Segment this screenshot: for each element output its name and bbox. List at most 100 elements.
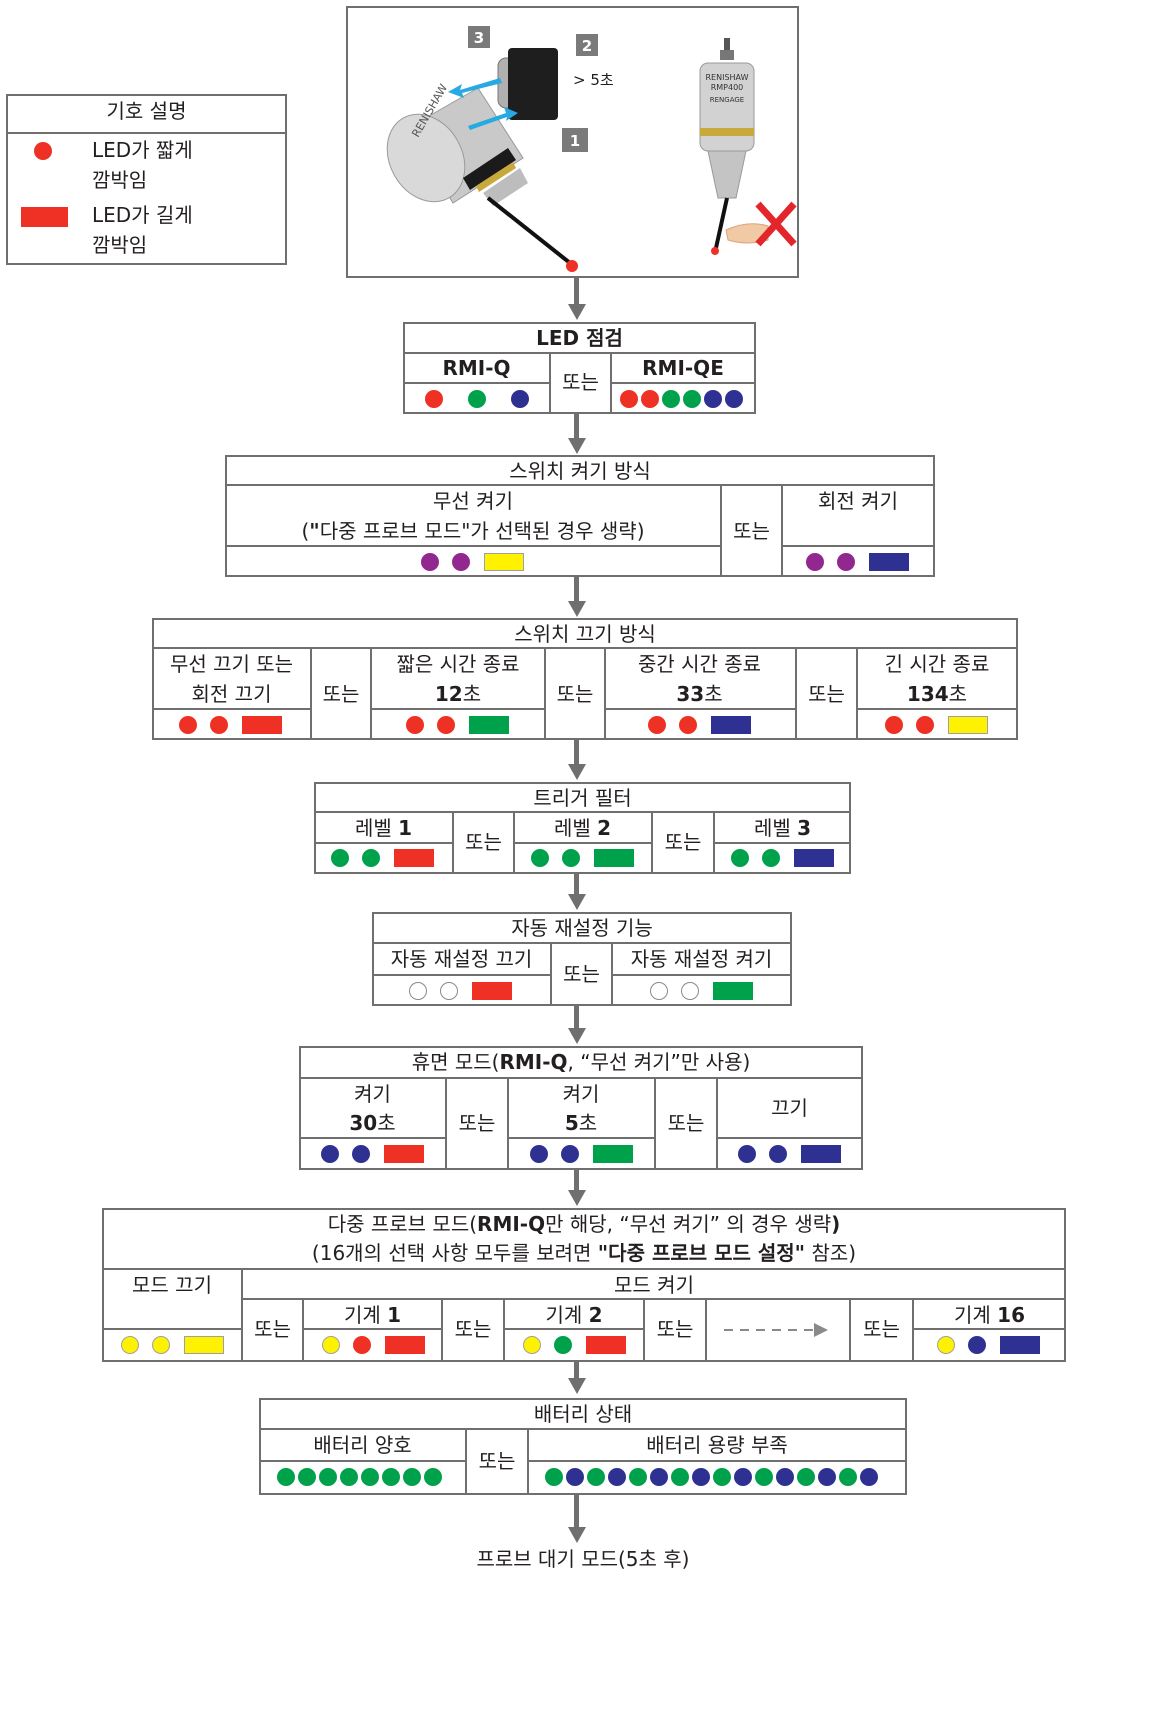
arrow-9-icon [568, 1527, 586, 1543]
continuation-arrow-icon [724, 1323, 828, 1337]
divider [527, 1428, 529, 1495]
divider [371, 708, 545, 710]
switch-off-opt1-l2: 회전 끄기 [191, 682, 272, 706]
probe-battery-illustration: RENISHAW 3 2 > 5초 1 RENISHAW RMP400 RENG… [386, 26, 797, 272]
led-green [554, 1336, 572, 1354]
led-green [562, 849, 580, 867]
divider [610, 382, 756, 384]
machine-16: 기계 16 [953, 1303, 1025, 1327]
trigger-level-3: 레벨 3 [753, 816, 812, 840]
led-blue [650, 1468, 668, 1486]
switch-off-opt2-l2: 12초 [434, 682, 482, 706]
divider [714, 842, 851, 844]
switch-off-opt3-l1: 중간 시간 종료 [637, 652, 762, 676]
led-blue [818, 1468, 836, 1486]
led-blue [725, 390, 743, 408]
connector-1 [574, 278, 579, 306]
led-red [210, 716, 228, 734]
led-blue [352, 1145, 370, 1163]
or-label: 또는 [863, 1317, 900, 1341]
led-purple [421, 553, 439, 571]
legend-long-flash-label-2: 깜박임 [92, 233, 148, 257]
trigger-filter-title: 트리거 필터 [533, 786, 632, 810]
led-green [298, 1468, 316, 1486]
led-blue [561, 1145, 579, 1163]
led-yellow [121, 1336, 139, 1354]
divider [604, 647, 606, 740]
switch-off-opt4-l2: 134초 [906, 682, 968, 706]
step-2-note: > 5초 [573, 71, 614, 89]
or-label: 또는 [562, 370, 599, 394]
led-blue [738, 1145, 756, 1163]
led-green-long [593, 1145, 633, 1163]
led-blue [704, 390, 722, 408]
divider [604, 708, 795, 710]
led-red [641, 390, 659, 408]
remove-arrow-icon [448, 78, 502, 98]
legend-short-flash-label-2: 깜박임 [92, 168, 148, 192]
divider [795, 647, 797, 740]
led-blue [734, 1468, 752, 1486]
divider [441, 1298, 443, 1362]
connector-7 [574, 1170, 579, 1192]
led-blue-long [794, 849, 834, 867]
led-red [679, 716, 697, 734]
step-1-badge [562, 128, 588, 152]
legend-box [6, 94, 287, 265]
divider [225, 545, 721, 547]
led-green [545, 1468, 563, 1486]
led-yellow [152, 1336, 170, 1354]
led-green [797, 1468, 815, 1486]
led-off [650, 982, 668, 1000]
divider [527, 1460, 907, 1462]
led-yellow-long [184, 1336, 224, 1354]
divider [720, 484, 722, 577]
divider [299, 1137, 446, 1139]
step-3-badge [468, 26, 490, 48]
led-red [406, 716, 424, 734]
divider [610, 352, 612, 414]
arrow-1-icon [568, 304, 586, 320]
or-label: 또는 [733, 519, 770, 543]
led-green [319, 1468, 337, 1486]
auto-reset-on: 자동 재설정 켜기 [630, 947, 773, 971]
led-green [382, 1468, 400, 1486]
standby-mode-label: 프로브 대기 모드(5초 후) [476, 1547, 690, 1571]
led-blue [321, 1145, 339, 1163]
divider [643, 1298, 645, 1362]
divider [314, 811, 851, 813]
led-off [681, 982, 699, 1000]
or-label: 또는 [465, 830, 502, 854]
led-yellow [523, 1336, 541, 1354]
switch-on-spin: 회전 켜기 [818, 489, 898, 513]
sleep-opt1-l1: 켜기 [354, 1082, 391, 1106]
or-label: 또는 [667, 1111, 705, 1135]
multi-mode-off: 모드 끄기 [132, 1273, 212, 1297]
svg-text:RENISHAW: RENISHAW [706, 73, 749, 82]
divider [452, 811, 454, 874]
led-blue [968, 1336, 986, 1354]
legend-short-flash-icon [34, 142, 52, 160]
connector-2 [574, 414, 579, 440]
divider [611, 942, 613, 1006]
switch-off-opt3-l2: 33초 [676, 682, 723, 706]
switch-off-box [152, 618, 1018, 740]
arrow-6-icon [568, 1028, 586, 1044]
led-blue-long [801, 1145, 841, 1163]
divider [550, 942, 552, 1006]
led-purple [452, 553, 470, 571]
divider [403, 382, 550, 384]
connector-3 [574, 577, 579, 603]
led-check-title: LED 점검 [536, 326, 623, 350]
led-green [731, 849, 749, 867]
led-green [587, 1468, 605, 1486]
led-red [437, 716, 455, 734]
connector-9 [574, 1495, 579, 1529]
led-yellow [322, 1336, 340, 1354]
divider [259, 1460, 466, 1462]
legend-long-flash-label-1: LED가 길게 [92, 203, 193, 227]
svg-text:RENGAGE: RENGAGE [710, 96, 744, 104]
led-green [629, 1468, 647, 1486]
connector-8 [574, 1362, 579, 1380]
led-red [179, 716, 197, 734]
